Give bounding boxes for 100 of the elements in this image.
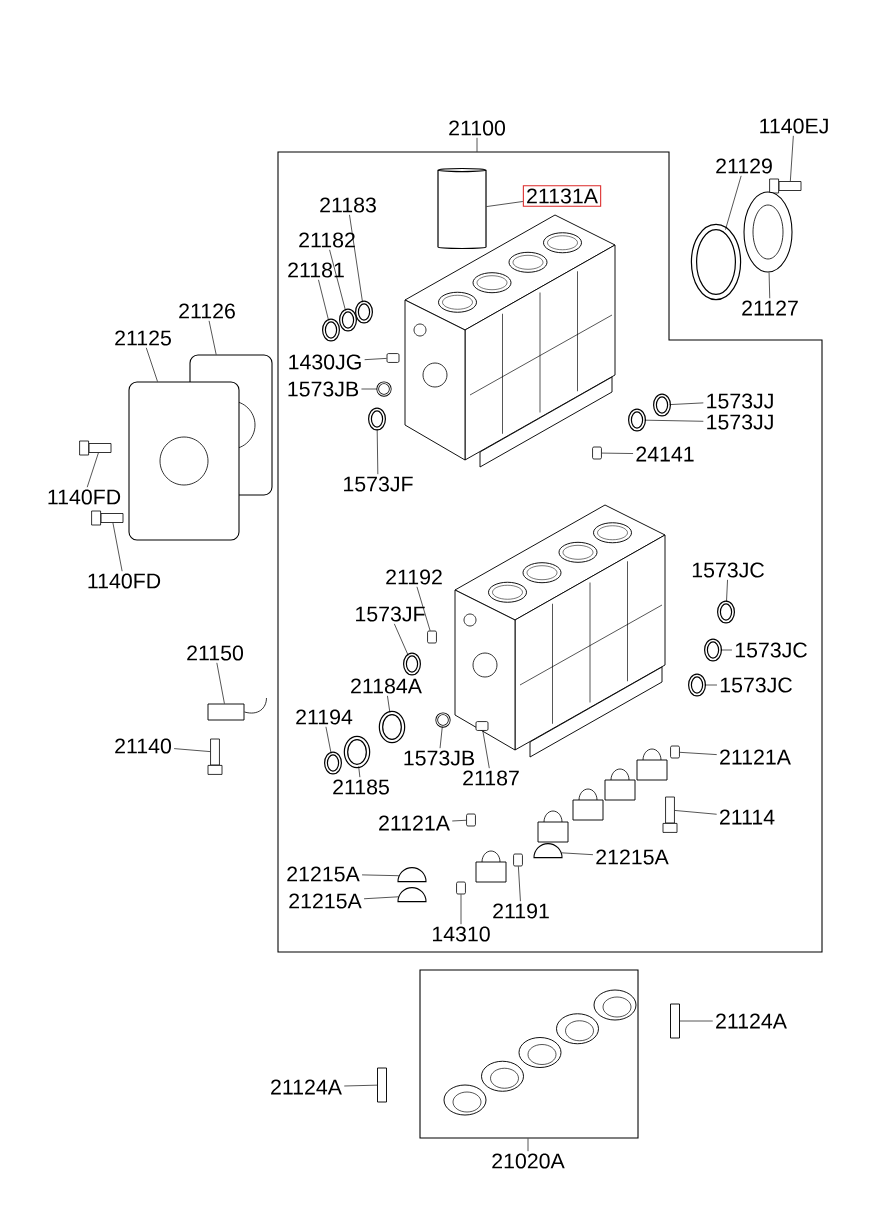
leader-line [318,279,329,321]
leader-line [329,249,346,311]
part-number: 1140EJ [760,118,828,134]
leader-line [394,623,409,656]
part-number: 21215A [289,893,362,909]
leader-line [86,452,99,488]
part-number: 1573JC [692,562,764,578]
part-number: 21020A [492,1153,565,1169]
leader-line [451,819,467,822]
ring [403,652,421,676]
pin [427,630,437,644]
leader-line [358,766,361,778]
part-number: 21194 [296,709,353,725]
part-number: 21184A [351,678,422,694]
leader-line [364,358,387,360]
ring [704,638,722,662]
ring [355,300,373,324]
leader-line [725,175,742,230]
leader-line [363,896,399,900]
part-number: 21140 [115,738,171,754]
part-number: 21125 [115,330,171,346]
leader-line [361,874,400,877]
ring [324,751,342,775]
key [377,1067,387,1103]
part-number: 21191 [493,903,549,919]
bolt [91,510,124,526]
leader-line [644,419,704,422]
ring [368,407,386,431]
thrust-washer [397,887,427,903]
part-number: 1573JJ [707,414,773,430]
part-number: 21183 [320,197,376,213]
part-number: 1140FD [48,489,121,505]
bracket [207,697,267,721]
leader-line [726,579,728,603]
part-number: 21127 [742,300,798,316]
leader-line [173,748,211,752]
part-number: 21215A [287,866,360,882]
pin [513,853,523,867]
part-number: 21126 [179,303,235,319]
part-number: 1140FD [88,573,161,589]
leader-line [208,320,217,355]
part-number: 21192 [386,569,442,585]
pin [466,813,476,827]
part-number: 24141 [636,446,694,462]
leader-line [145,347,158,382]
bolt [769,178,802,194]
part-number: 1573JC [735,642,807,658]
ring [628,408,646,432]
pin [386,353,400,363]
leader-line [387,695,391,713]
pin [670,745,680,759]
part-number: 21131A [522,185,602,207]
part-number: 21181 [288,262,344,278]
part-number: 21129 [716,158,772,174]
part-number: 21187 [463,770,519,786]
ring [688,673,706,697]
leader-line [679,1020,714,1022]
ring [322,318,340,342]
part-number: 21121A [720,749,791,765]
ring [339,308,357,332]
leader-line [361,388,378,390]
part-number: 21150 [187,645,243,661]
pin [592,446,602,460]
part-number: 1573JF [356,606,425,622]
pin [456,881,466,895]
leader-line [674,810,717,815]
leader-line [518,866,521,902]
part-number: 21215A [596,849,669,865]
bolt [207,738,223,775]
leader-line [439,726,443,749]
leader-line [112,522,123,572]
leader-line [601,452,634,454]
bolt [662,796,678,833]
key [670,1003,680,1039]
part-number: 14310 [432,926,490,942]
bushing [378,710,406,744]
ring [653,393,671,417]
leader-line [679,751,718,755]
ring [717,600,735,624]
oil-seal [690,223,742,301]
leader-line [482,730,490,769]
part-number: 21121A [379,815,450,831]
part-number: 21185 [333,779,389,795]
bushing [343,735,371,769]
leader-line [325,726,332,754]
group-frame [419,969,639,1139]
seal-plate [743,191,793,273]
ring [435,712,451,728]
leader-line [704,684,718,686]
leader-line [376,428,379,475]
pin [475,721,489,731]
leader-line [416,586,431,631]
leader-line [561,852,594,856]
part-number: 1430JG [289,354,361,370]
leader-line [216,662,225,704]
part-number: 21114 [720,809,775,825]
leader-line [669,402,704,405]
leader-line [527,1138,529,1152]
part-number: 1573JJ [707,393,773,409]
thrust-washer [533,843,563,859]
